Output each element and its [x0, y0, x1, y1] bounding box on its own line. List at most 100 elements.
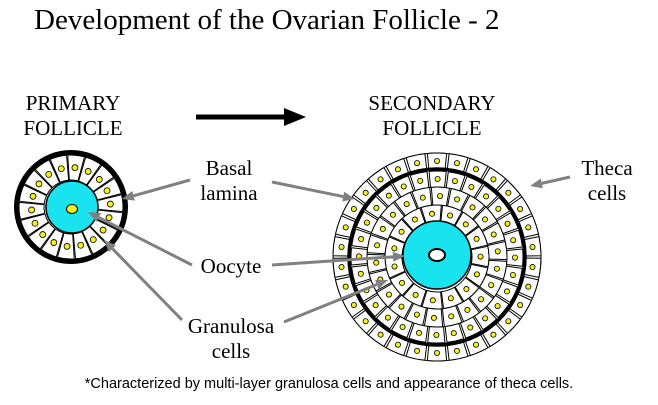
granulosa-cell	[495, 280, 519, 303]
granulosa-cell	[408, 322, 429, 343]
footnote: *Characterized by multi-layer granulosa …	[84, 376, 574, 392]
granulosa-cell-nucleus	[490, 231, 497, 238]
theca-cell-nucleus	[338, 264, 345, 271]
granulosa-cell-nucleus	[39, 231, 47, 238]
granulosa-cell-nucleus	[106, 200, 114, 208]
granulosa-cell	[502, 265, 523, 286]
granulosa-cell-nucleus	[45, 170, 53, 178]
theca-cell	[353, 180, 378, 205]
granulosa-cell-nucleus	[50, 239, 58, 246]
granulosa-cell	[391, 315, 414, 339]
granulosa-cell-nucleus	[433, 331, 440, 338]
oocyte-pointer-primary	[88, 212, 193, 267]
granulosa-cell-nucleus	[31, 219, 39, 227]
granulosa-cell-nucleus	[494, 303, 501, 310]
theca-cell-nucleus	[525, 224, 532, 231]
granulosa-cell-nucleus	[99, 226, 107, 234]
granulosa-cell-nucleus	[363, 219, 370, 226]
granulosa-cell-nucleus	[430, 314, 437, 321]
theca-cell-nucleus	[362, 189, 369, 196]
granulosa-cell-nucleus	[389, 211, 396, 218]
theca-cell-nucleus	[338, 243, 345, 250]
primary-basal-lamina	[15, 151, 127, 263]
theca-cell-nucleus	[490, 331, 497, 338]
theca-cell	[426, 344, 448, 362]
granulosa-cell-nucleus	[357, 270, 364, 277]
granulosa-cell-nucleus	[398, 228, 405, 235]
theca-cell	[426, 152, 448, 170]
label-pointers	[88, 175, 571, 324]
theca-cell-nucleus	[505, 318, 512, 325]
granulosa-cell-nucleus	[63, 242, 71, 250]
granulosa-cell	[364, 195, 388, 220]
granulosa-cell-nucleus	[482, 315, 489, 322]
theca-cells	[332, 152, 542, 362]
granulosa-cell-nucleus	[429, 297, 436, 304]
secondary-follicle-label-line2: FOLLICLE	[382, 116, 482, 140]
granulosa-cell-nucleus	[504, 220, 511, 227]
granulosa-cell-nucleus	[391, 245, 398, 252]
granulosa-cell-nucleus	[469, 204, 476, 211]
theca-cells-label: Theca cells	[565, 156, 649, 206]
granulosa-cell	[351, 228, 372, 249]
development-arrow	[196, 108, 306, 126]
granulosa-cell-nucleus	[417, 177, 424, 184]
granulosa-cell	[366, 234, 389, 255]
granulosa-cell-nucleus	[84, 168, 92, 175]
theca-cell-nucleus	[362, 318, 369, 325]
granulosa-cell	[430, 186, 451, 207]
granulosa-cell	[474, 184, 499, 208]
granulosa-cell	[350, 247, 368, 266]
secondary-follicle-label-line1: SECONDARY	[368, 91, 496, 115]
granulosa-cell-nucleus	[434, 176, 441, 183]
granulosa-cell-nucleus	[28, 206, 36, 214]
primary-follicle-label: PRIMARY FOLLICLE	[0, 91, 146, 141]
basal-lamina-pointer-primary	[122, 178, 191, 201]
granulosa-cell-nucleus	[379, 225, 386, 232]
granulosa-cell	[486, 196, 511, 221]
granulosa-cell-nucleus	[447, 212, 454, 219]
granulosa-cell	[473, 306, 498, 331]
granulosa-cell-nucleus	[416, 329, 423, 336]
theca-cell-nucleus	[473, 166, 480, 173]
theca-cell-nucleus	[525, 283, 532, 290]
theca-cell-nucleus	[529, 243, 536, 250]
basal-lamina-label-line1: Basal	[205, 156, 253, 180]
granulosa-cell-nucleus	[511, 254, 518, 261]
granulosa-cell	[18, 184, 48, 205]
granulosa-cell-nucleus	[494, 248, 501, 255]
granulosa-cell-nucleus	[35, 180, 43, 188]
oocyte-pointer-secondary	[271, 251, 405, 267]
granulosa-cell	[440, 286, 464, 310]
granulosa-cell-nucleus	[373, 259, 380, 266]
theca-cell-nucleus	[453, 347, 460, 354]
theca-cells-pointer	[530, 175, 571, 189]
granulosa-cell-nucleus	[493, 265, 500, 272]
granulosa-cell	[20, 213, 50, 237]
granulosa-cell-nucleus	[483, 193, 490, 200]
primary-follicle	[14, 150, 128, 264]
theca-cell-nucleus	[490, 176, 497, 183]
granulosa-cell-nucleus	[468, 183, 475, 190]
granulosa-cells-label-line2: cells	[211, 339, 251, 363]
granulosa-cell-nucleus	[57, 165, 65, 173]
granulosa-cell-nucleus	[510, 237, 517, 244]
theca-cell-nucleus	[350, 205, 357, 212]
theca-cell-nucleus	[505, 189, 512, 196]
granulosa-cell	[392, 175, 415, 198]
theca-cell-nucleus	[517, 205, 524, 212]
granulosa-cell-nucleus	[495, 205, 502, 212]
theca-cell-nucleus	[473, 341, 480, 348]
granulosa-cell-nucleus	[429, 210, 436, 217]
granulosa-cell	[411, 186, 433, 209]
granulosa-cell	[428, 170, 447, 188]
granulosa-cell	[470, 245, 490, 268]
granulosa-cell	[351, 264, 371, 285]
granulosa-cell	[445, 171, 466, 192]
secondary-oocyte-nucleus	[428, 248, 446, 262]
granulosa-cell	[409, 171, 430, 191]
granulosa-cell-nucleus	[400, 183, 407, 190]
granulosa-cell	[506, 248, 524, 267]
granulosa-cell-nucleus	[413, 311, 420, 318]
granulosa-cell-nucleus	[463, 286, 470, 293]
